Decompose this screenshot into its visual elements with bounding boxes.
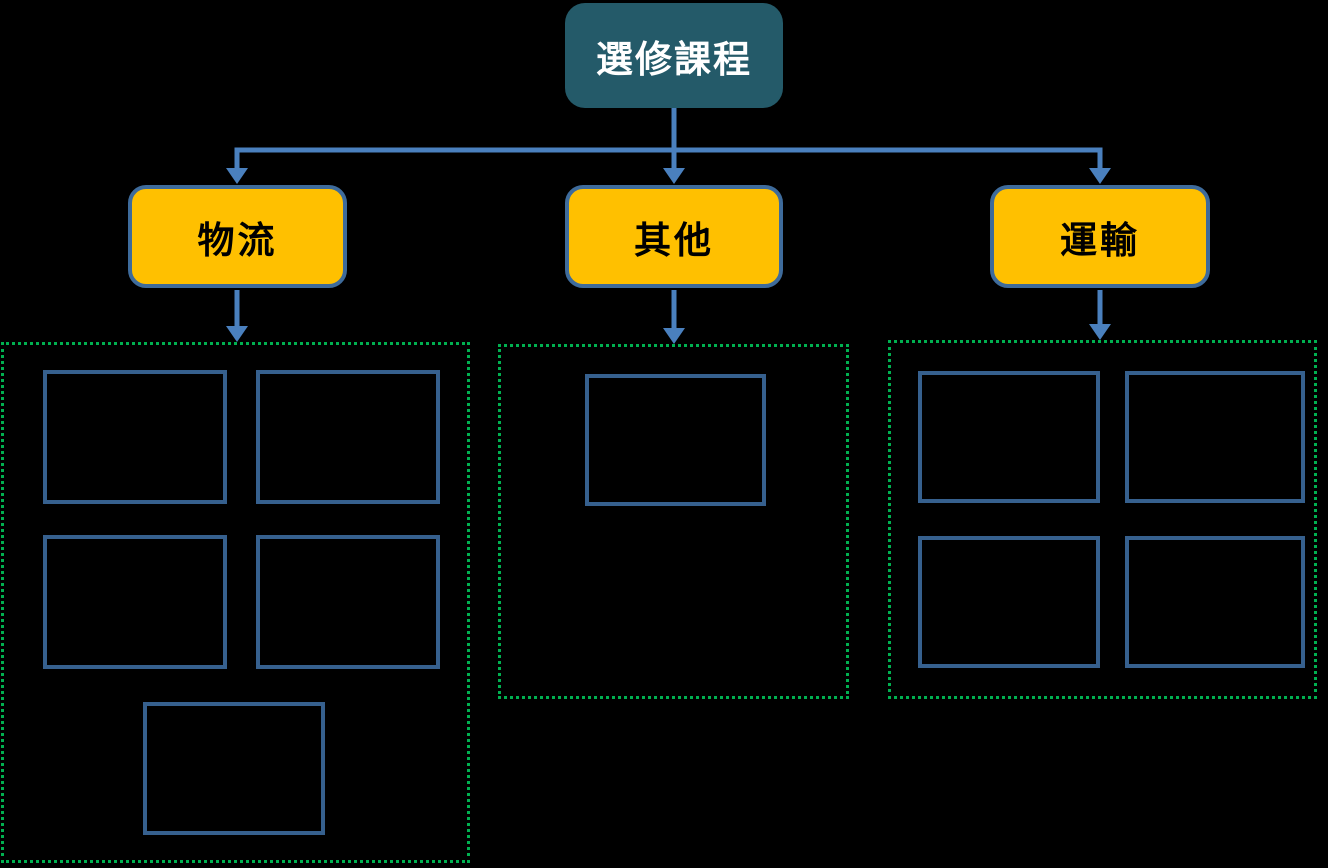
node-elective-courses-label: 選修課程	[596, 38, 752, 80]
course-slot	[918, 536, 1100, 668]
node-transport: 運輸	[990, 185, 1210, 288]
group-other	[498, 344, 849, 699]
arrowhead-to-logistics-group-icon	[226, 326, 248, 342]
arrowhead-to-logistics-icon	[226, 168, 248, 184]
course-slot	[43, 370, 227, 504]
node-elective-courses: 選修課程	[565, 3, 783, 108]
node-transport-label: 運輸	[1060, 219, 1140, 261]
group-logistics	[1, 342, 470, 863]
course-slot	[256, 535, 440, 669]
node-logistics-label: 物流	[197, 219, 278, 261]
group-transport	[888, 340, 1317, 699]
arrowhead-to-transport-icon	[1089, 168, 1111, 184]
connector-rail	[234, 147, 1103, 168]
arrowhead-to-other-group-icon	[663, 328, 685, 344]
course-slot	[256, 370, 440, 504]
node-other: 其他	[565, 185, 783, 288]
course-slot	[918, 371, 1100, 503]
course-slot	[1125, 371, 1305, 503]
course-slot	[143, 702, 325, 835]
arrowhead-to-other-icon	[663, 168, 685, 184]
arrowhead-to-transport-group-icon	[1089, 324, 1111, 340]
node-other-label: 其他	[634, 219, 714, 261]
course-slot	[43, 535, 227, 669]
course-slot	[585, 374, 766, 506]
course-slot	[1125, 536, 1305, 668]
node-logistics: 物流	[128, 185, 347, 288]
